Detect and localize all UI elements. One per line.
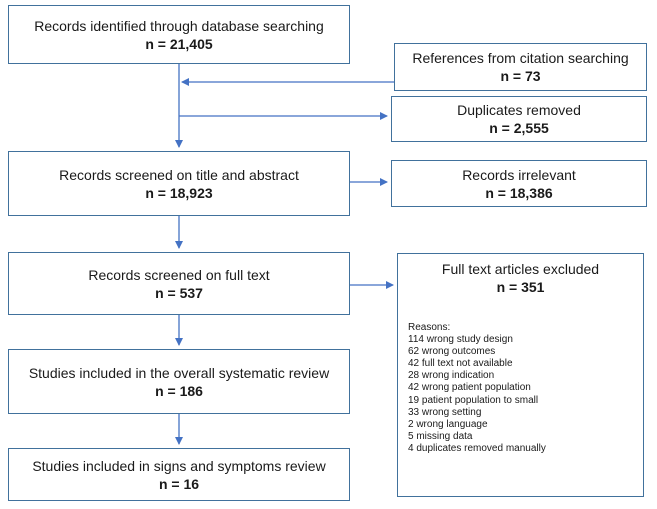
full-text-excluded-box: Full text articles excluded n = 351	[397, 253, 644, 497]
box-title: Duplicates removed	[457, 102, 581, 118]
screened-full-text-box: Records screened on full text n = 537	[8, 252, 350, 315]
box-count: n = 18,923	[145, 184, 213, 201]
box-title: Records identified through database sear…	[34, 17, 324, 34]
exclusion-reasons-list: Reasons: 114 wrong study design 62 wrong…	[408, 322, 546, 455]
box-title: Studies included in signs and symptoms r…	[32, 457, 326, 474]
box-count: n = 16	[158, 475, 200, 492]
box-title: Records irrelevant	[462, 166, 576, 183]
box-title: References from citation searching	[412, 50, 629, 66]
duplicates-removed-box: Duplicates removed n = 2,555	[391, 96, 647, 142]
screened-title-abstract-box: Records screened on title and abstract n…	[8, 151, 350, 216]
box-title: Studies included in the overall systemat…	[28, 364, 330, 381]
reason-item: 33 wrong setting	[408, 406, 482, 418]
box-count: n = 537	[155, 284, 203, 301]
reasons-heading: Reasons:	[408, 322, 451, 333]
reason-item: 42 full text not available	[408, 358, 513, 370]
reason-item: 114 wrong study design	[408, 334, 513, 346]
box-count: n = 18,386	[485, 184, 553, 201]
box-title: Records screened on full text	[88, 266, 270, 283]
records-identified-box: Records identified through database sear…	[8, 5, 350, 64]
reason-item: 42 wrong patient population	[408, 382, 531, 394]
overall-review-box: Studies included in the overall systemat…	[8, 349, 350, 414]
reason-item: 28 wrong indication	[408, 370, 495, 382]
citation-searching-box: References from citation searching n = 7…	[394, 43, 647, 91]
reason-item: 62 wrong outcomes	[408, 346, 496, 358]
records-irrelevant-box: Records irrelevant n = 18,386	[391, 160, 647, 207]
box-count: n = 2,555	[489, 120, 549, 136]
reason-item: 5 missing data	[408, 430, 473, 442]
box-title: Records screened on title and abstract	[59, 166, 299, 183]
box-count: n = 351	[496, 279, 545, 295]
reason-item: 2 wrong language	[408, 418, 488, 430]
box-count: n = 21,405	[145, 35, 213, 52]
reason-item: 19 patient population to small	[408, 394, 539, 406]
signs-symptoms-review-box: Studies included in signs and symptoms r…	[8, 448, 350, 501]
box-count: n = 73	[500, 68, 541, 84]
reason-item: 4 duplicates removed manually	[408, 442, 546, 454]
box-title: Full text articles excluded	[441, 261, 600, 277]
box-count: n = 186	[155, 382, 203, 399]
